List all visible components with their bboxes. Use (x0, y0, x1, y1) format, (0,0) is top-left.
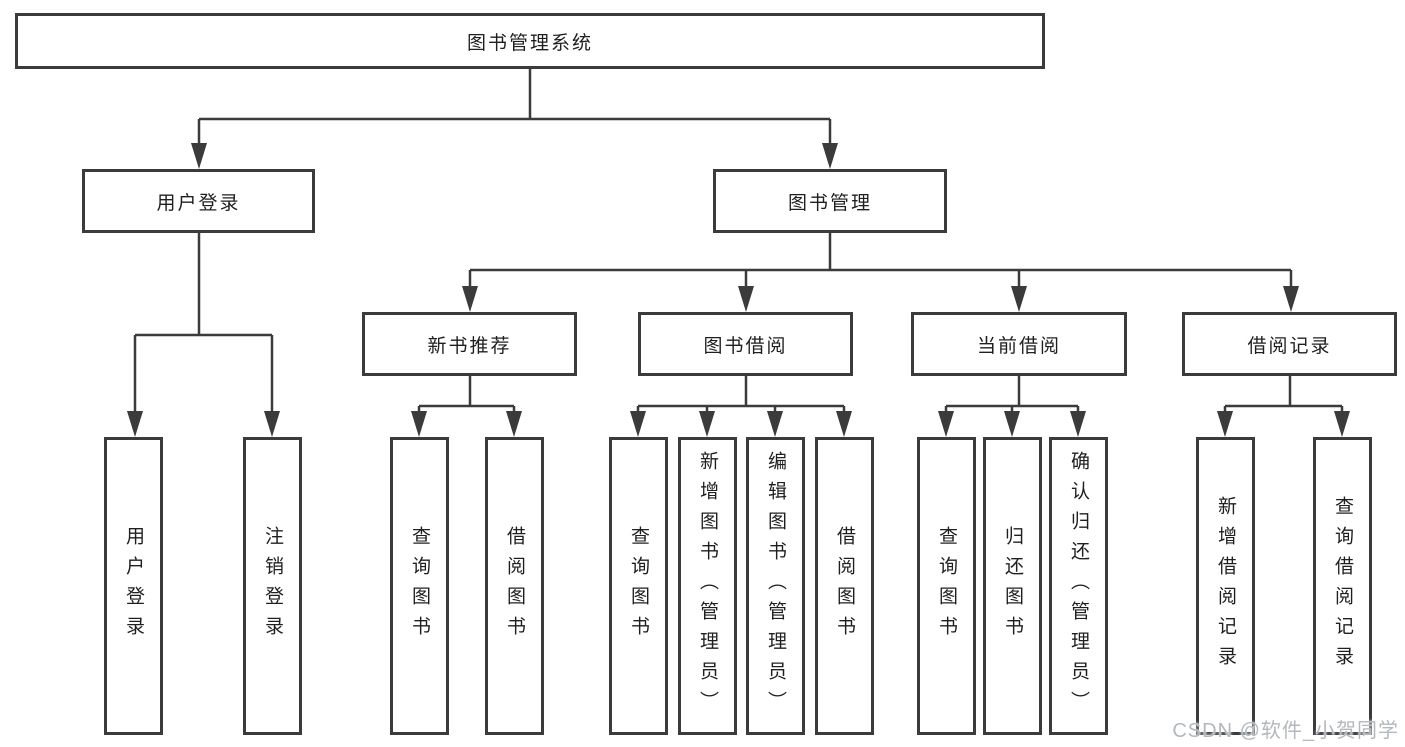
node-borrow-records: 借阅记录 (1182, 312, 1397, 376)
arrow-leaf-1 (127, 411, 143, 437)
arrow-to-current-borrow (1011, 286, 1027, 312)
leaf-add-books-admin-label: 新增图书（管理员） (697, 451, 718, 721)
leaf-query-books-current-label: 查询图书 (936, 526, 957, 646)
leaf-add-borrow-record: 新增借阅记录 (1196, 437, 1255, 735)
arrow-leaf-3 (411, 411, 427, 437)
connector-root (197, 69, 832, 146)
leaf-borrow-books-label: 借阅图书 (834, 526, 855, 646)
leaf-borrow-books-recommend-label: 借阅图书 (504, 526, 525, 646)
leaf-logout-label: 注销登录 (262, 526, 283, 646)
arrow-leaf-5 (630, 411, 646, 437)
watermark-text: CSDN @软件_小贺同学 (1172, 720, 1399, 742)
node-book-management-label: 图书管理 (787, 192, 872, 214)
leaf-query-borrow-record: 查询借阅记录 (1313, 437, 1372, 735)
node-user-login: 用户登录 (82, 169, 315, 233)
leaf-logout: 注销登录 (243, 437, 302, 735)
arrow-leaf-7 (767, 411, 783, 437)
arrow-to-book-borrow (738, 286, 754, 312)
leaf-user-login-label: 用户登录 (123, 526, 144, 646)
leaf-confirm-return-admin-label: 确认归还（管理员） (1068, 451, 1089, 721)
leaf-borrow-books: 借阅图书 (815, 437, 874, 735)
leaf-query-books-current: 查询图书 (917, 437, 976, 735)
arrow-leaf-13 (1334, 411, 1350, 437)
leaf-edit-books-admin-label: 编辑图书（管理员） (765, 451, 786, 721)
leaf-return-books-label: 归还图书 (1002, 526, 1023, 646)
connector-user-login (133, 233, 274, 414)
node-user-login-label: 用户登录 (156, 192, 241, 214)
leaf-edit-books-admin: 编辑图书（管理员） (746, 437, 805, 735)
connector-new-book (417, 376, 516, 414)
arrow-leaf-4 (506, 411, 522, 437)
node-book-management: 图书管理 (713, 169, 947, 233)
node-book-borrow-label: 图书借阅 (703, 335, 788, 357)
arrow-leaf-2 (264, 411, 280, 437)
leaf-query-books-recommend-label: 查询图书 (409, 526, 430, 646)
leaf-query-books-borrow: 查询图书 (609, 437, 668, 735)
arrow-to-user-login (191, 143, 207, 169)
arrow-to-book-mgmt (822, 143, 838, 169)
leaf-add-borrow-record-label: 新增借阅记录 (1215, 496, 1236, 676)
leaf-query-books-recommend: 查询图书 (390, 437, 449, 735)
connector-book-mgmt (468, 233, 1293, 289)
node-new-book-recommend: 新书推荐 (362, 312, 577, 376)
leaf-borrow-books-recommend: 借阅图书 (485, 437, 544, 735)
arrow-leaf-12 (1217, 411, 1233, 437)
arrow-leaf-11 (1070, 411, 1086, 437)
connector-borrow-records (1223, 376, 1344, 414)
arrow-leaf-8 (836, 411, 852, 437)
arrow-leaf-6 (699, 411, 715, 437)
leaf-query-borrow-record-label: 查询借阅记录 (1332, 496, 1353, 676)
node-current-borrow: 当前借阅 (911, 312, 1127, 376)
node-root-label: 图书管理系统 (466, 32, 593, 54)
connector-current-borrow (944, 376, 1080, 414)
connector-book-borrow (636, 376, 846, 414)
leaf-add-books-admin: 新增图书（管理员） (678, 437, 737, 735)
node-root: 图书管理系统 (15, 13, 1045, 69)
arrow-leaf-9 (938, 411, 954, 437)
arrow-leaf-10 (1004, 411, 1020, 437)
node-book-borrow: 图书借阅 (638, 312, 853, 376)
leaf-user-login: 用户登录 (104, 437, 163, 735)
leaf-query-books-borrow-label: 查询图书 (628, 526, 649, 646)
node-current-borrow-label: 当前借阅 (976, 335, 1061, 357)
node-borrow-records-label: 借阅记录 (1247, 335, 1332, 357)
node-new-book-recommend-label: 新书推荐 (427, 335, 512, 357)
leaf-return-books: 归还图书 (983, 437, 1042, 735)
arrow-to-borrow-records (1283, 286, 1299, 312)
arrow-to-new-book (462, 286, 478, 312)
leaf-confirm-return-admin: 确认归还（管理员） (1049, 437, 1108, 735)
